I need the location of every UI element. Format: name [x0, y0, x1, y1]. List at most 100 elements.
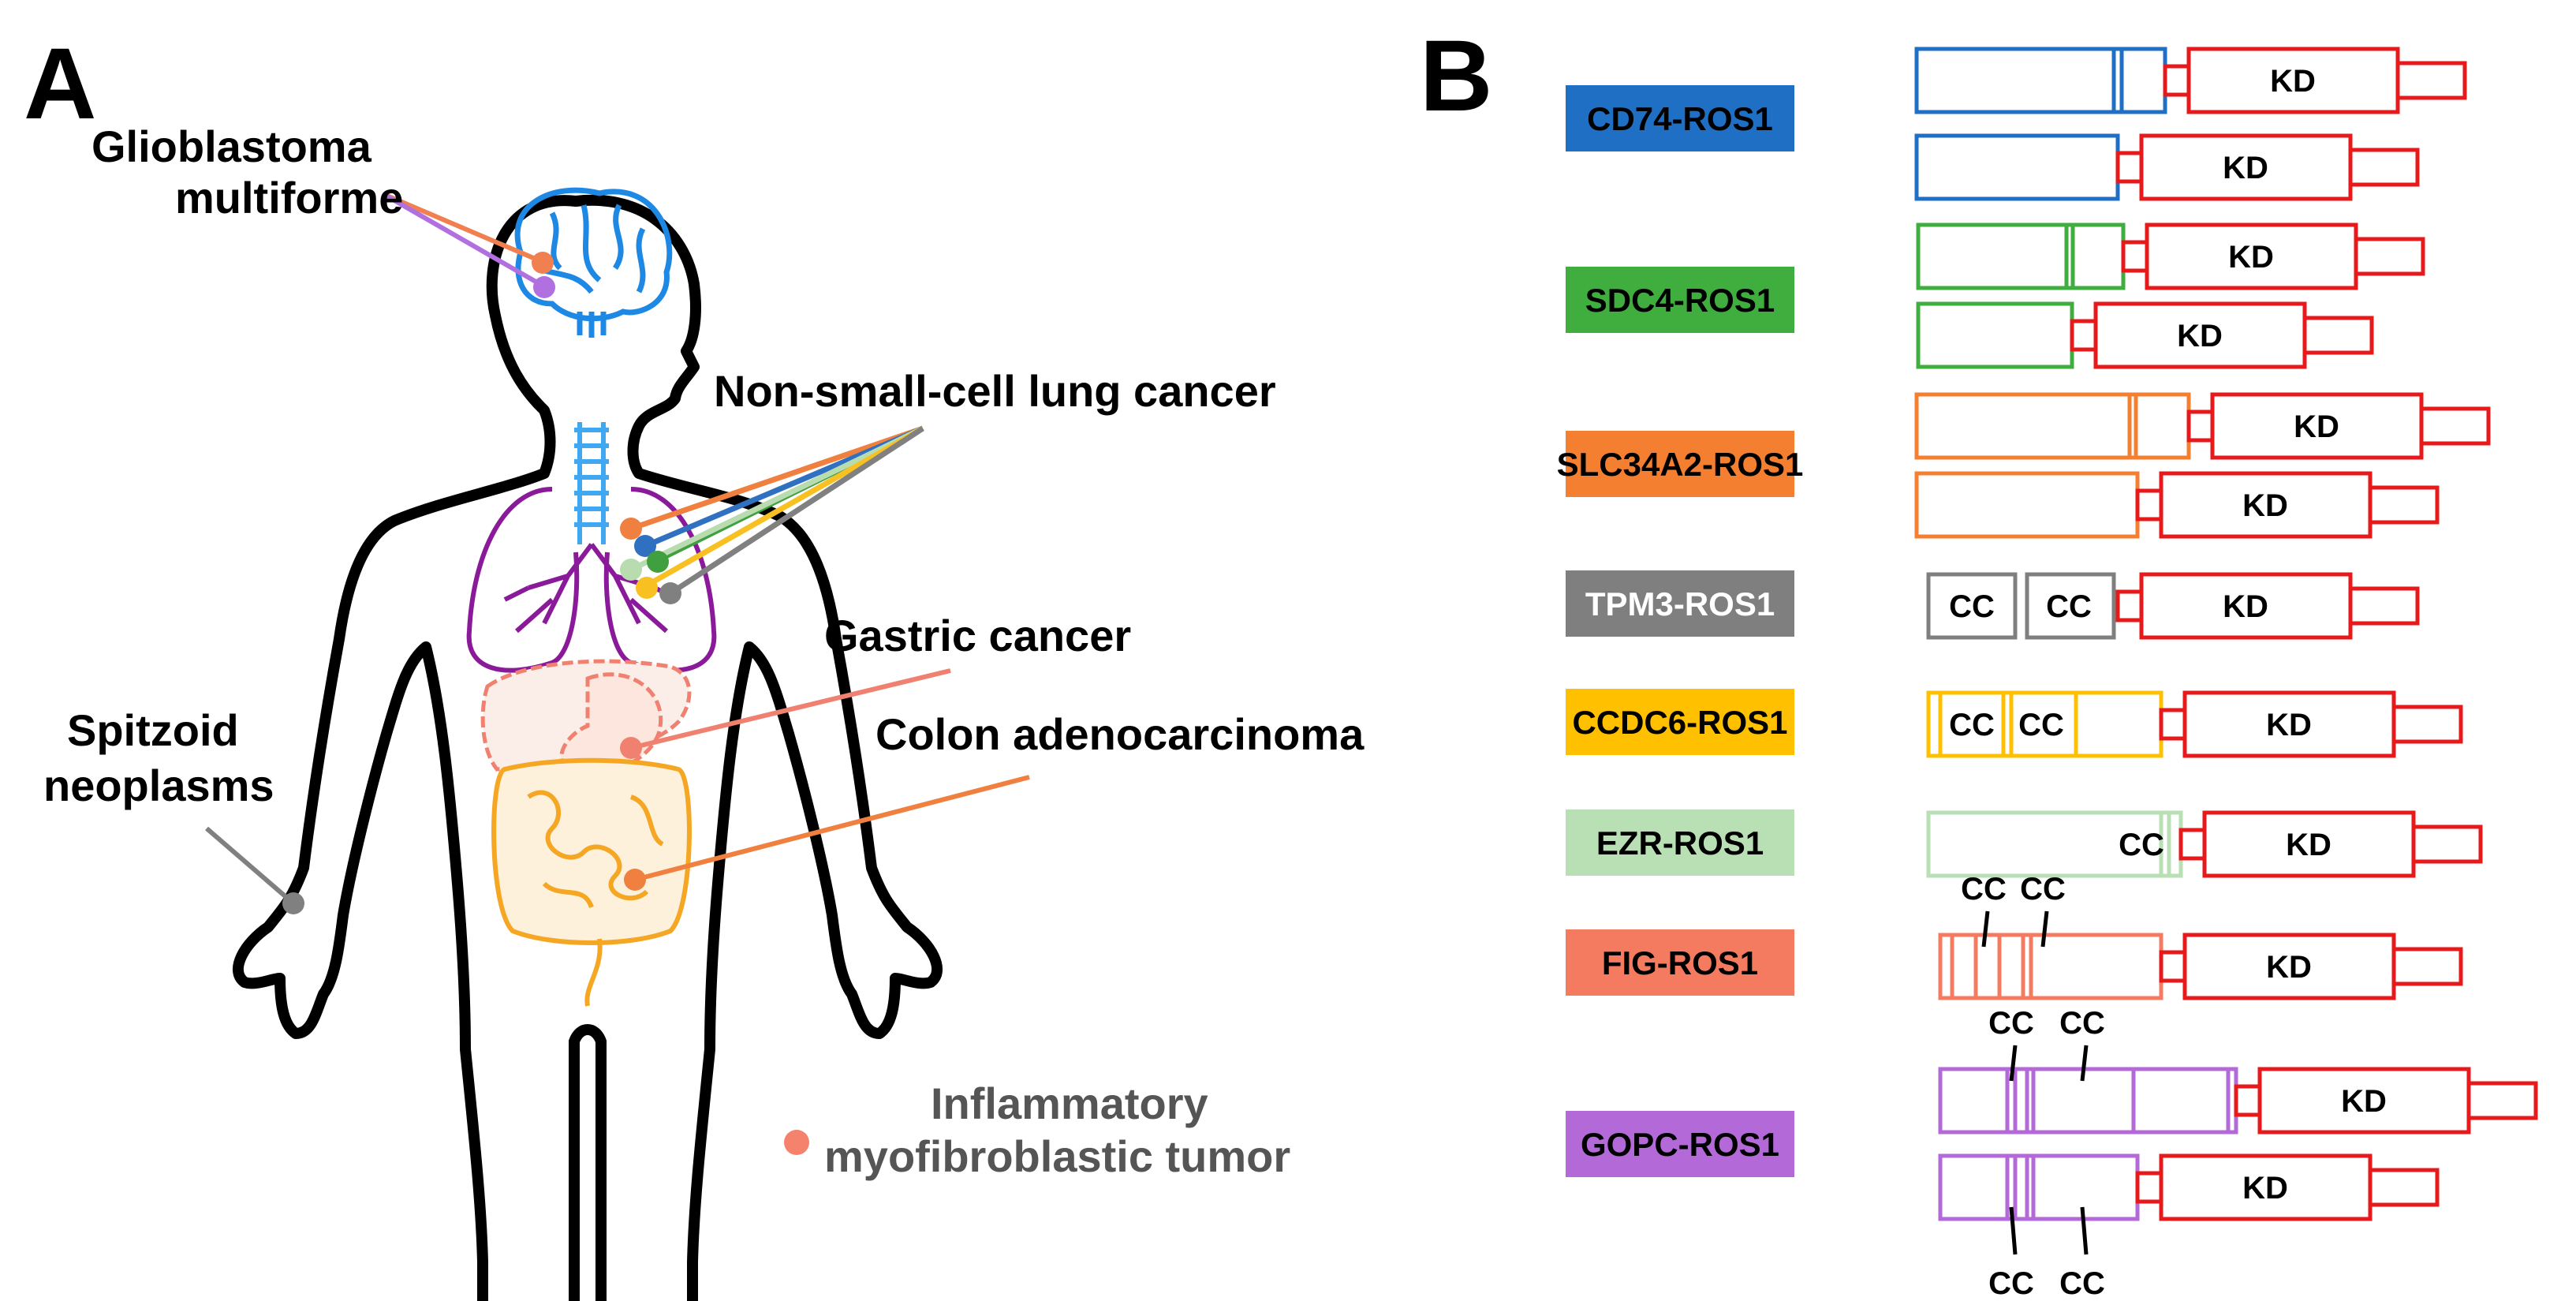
nsclc-marker-4	[620, 559, 642, 581]
colon-marker	[624, 869, 646, 891]
gastric-marker	[620, 737, 642, 759]
trachea-icon	[574, 422, 609, 544]
glioblastoma-pointer	[382, 192, 555, 298]
spitzoid-label-line1: Spitzoid	[67, 705, 239, 755]
human-body-outline-right	[570, 194, 943, 1301]
glioblastoma-marker-2	[533, 276, 555, 298]
partner-segment	[1914, 133, 2120, 201]
kd-label: KD	[2266, 950, 2312, 985]
cc-pointer-line	[2009, 1206, 2018, 1255]
nsclc-marker-6	[659, 582, 681, 604]
fusion-label: SLC34A2-ROS1	[1557, 446, 1804, 483]
ros1-c-tail	[2391, 947, 2463, 986]
spitzoid-marker	[282, 892, 304, 914]
cc-domain-label: CC	[1949, 589, 1995, 624]
fusion-label: SDC4-ROS1	[1585, 282, 1775, 319]
fusion-label-box	[1566, 431, 1794, 497]
lungs-icon	[466, 487, 717, 673]
partner-segment	[1914, 471, 2140, 539]
ros1-c-tail	[2466, 1081, 2538, 1120]
partner-segment	[1914, 392, 2191, 460]
brain-icon	[514, 187, 673, 338]
fusion-label: GOPC-ROS1	[1581, 1126, 1779, 1163]
gastric-label: Gastric cancer	[824, 611, 1131, 660]
cc-domain-label: CC	[1961, 872, 2007, 907]
legs-inner-outline	[569, 1024, 607, 1301]
fusion-label: TPM3-ROS1	[1585, 585, 1775, 622]
kd-label: KD	[2223, 589, 2268, 624]
cc-domain-label: CC	[2059, 1006, 2105, 1041]
ros1-linker	[2121, 240, 2149, 273]
partner-segment	[1938, 933, 2163, 1000]
nsclc-pointer	[620, 425, 924, 604]
fusion-label: CCDC6-ROS1	[1572, 704, 1787, 741]
fusion-label-box	[1566, 570, 1794, 637]
fusion-rows: CD74-ROS1KDKDSDC4-ROS1KDKDSLC34A2-ROS1KD…	[1557, 47, 2538, 1301]
panel-a-body-map: A	[24, 28, 1365, 1301]
kd-label: KD	[2294, 409, 2339, 444]
ros1-linker	[2234, 1084, 2262, 1117]
cc-pointer-line	[1981, 910, 1990, 948]
kd-label: KD	[2242, 1171, 2288, 1206]
fusion-label-box	[1566, 929, 1794, 996]
partner-segment	[1926, 572, 2018, 640]
panel-b-letter: B	[1420, 20, 1492, 133]
kd-label: KD	[2270, 64, 2316, 99]
ros1-linker	[2186, 409, 2215, 443]
nsclc-marker-2	[634, 535, 656, 557]
cc-domain-label: CC	[1949, 708, 1995, 742]
cc-pointer-line	[2080, 1206, 2089, 1255]
fusion-label-box	[1566, 809, 1794, 876]
nsclc-marker-5	[636, 577, 658, 599]
imt-marker	[784, 1130, 809, 1155]
fusion-label: CD74-ROS1	[1587, 100, 1773, 137]
ros1-c-tail	[2391, 705, 2463, 744]
fusion-label: FIG-ROS1	[1602, 944, 1758, 981]
kd-label: KD	[2266, 708, 2312, 742]
spitzoid-pointer	[205, 826, 304, 914]
cc-domain-label: CC	[2119, 828, 2164, 862]
partner-segment	[1916, 301, 2074, 369]
nsclc-label: Non-small-cell lung cancer	[714, 366, 1276, 416]
ros1-c-tail	[2368, 485, 2440, 525]
intestine-icon	[491, 757, 692, 1007]
imt-label-line2: myofibroblastic tumor	[824, 1131, 1290, 1181]
partner-segment	[1916, 222, 2126, 290]
kd-label: KD	[2228, 240, 2274, 275]
kd-label: KD	[2341, 1084, 2387, 1119]
cc-pointer-line	[2009, 1045, 2018, 1082]
cc-domain-label: CC	[2059, 1266, 2105, 1301]
colon-label: Colon adenocarcinoma	[875, 709, 1365, 759]
nsclc-marker-1	[620, 518, 642, 540]
nsclc-marker-3	[647, 551, 669, 573]
cc-domain-label: CC	[1988, 1006, 2034, 1041]
imt-label-line1: Inflammatory	[931, 1079, 1208, 1128]
ros1-linker	[2178, 828, 2207, 861]
ros1-c-tail	[2354, 237, 2425, 276]
glioblastoma-marker-1	[532, 252, 554, 274]
ros1-linker	[2115, 589, 2144, 622]
panel-a-letter: A	[24, 28, 96, 140]
glioblastoma-label-line2: multiforme	[175, 173, 403, 222]
fusion-label-box	[1566, 85, 1794, 151]
colon-pointer	[624, 775, 1030, 891]
partner-segment	[2025, 572, 2116, 640]
kd-label: KD	[2223, 151, 2268, 185]
ros1-linker	[2135, 488, 2163, 522]
ros1-c-tail	[2395, 61, 2467, 100]
ros1-linker	[2159, 950, 2187, 983]
cc-pointer-line	[2040, 910, 2049, 948]
ros1-linker	[2163, 64, 2191, 97]
glioblastoma-label-line1: Glioblastoma	[91, 122, 372, 171]
cc-domain-label: CC	[2046, 589, 2092, 624]
partner-segment	[1914, 47, 2167, 114]
ros1-linker	[2159, 708, 2187, 741]
ros1-linker	[2070, 319, 2098, 352]
ros1-c-tail	[2348, 586, 2420, 626]
gastric-pointer	[620, 668, 951, 759]
cc-domain-label: CC	[2020, 872, 2066, 907]
ros1-c-tail	[2419, 406, 2491, 446]
cc-pointer-line	[2080, 1045, 2089, 1082]
ros1-c-tail	[2348, 148, 2420, 187]
